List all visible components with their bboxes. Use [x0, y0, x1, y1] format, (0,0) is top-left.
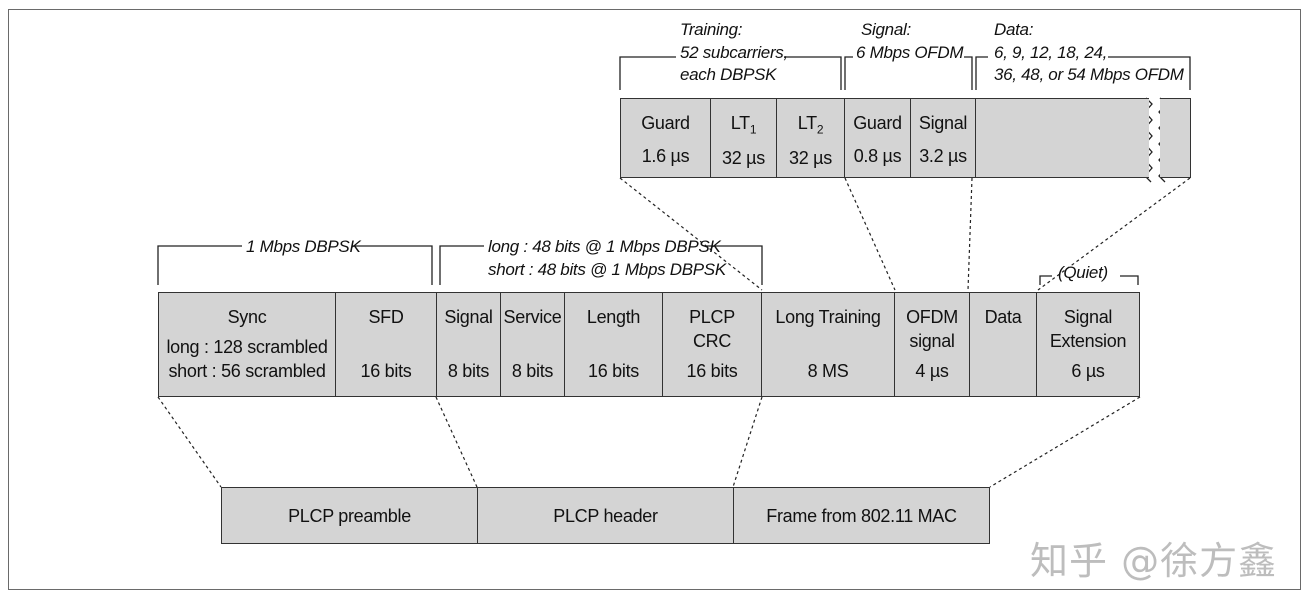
- extension-value: 6 µs: [1071, 361, 1105, 381]
- training-bracket: [619, 56, 842, 90]
- service-value: 8 bits: [511, 361, 554, 381]
- sfd-name: SFD: [368, 307, 404, 327]
- preamble-bracket: [157, 245, 433, 285]
- extension-name2: Extension: [1049, 331, 1127, 351]
- sync-short: short : 56 scrambled: [168, 361, 326, 381]
- sfd-value: 16 bits: [360, 361, 412, 381]
- length-cell: Length 16 bits: [564, 292, 663, 397]
- signal-name: Signal: [444, 307, 493, 327]
- training-line2: each DBPSK: [680, 65, 777, 84]
- header-rate-long: long : 48 bits @ 1 Mbps DBPSK: [488, 237, 721, 256]
- top-lt1-cell: LT1 32 µs: [710, 98, 777, 178]
- crc-name1: PLCP: [689, 307, 735, 327]
- data-line1: 6, 9, 12, 18, 24,: [994, 43, 1108, 62]
- top-lt1-sub: 1: [749, 122, 757, 137]
- data-name: Data: [984, 307, 1022, 327]
- quiet-label: (Quiet): [1058, 263, 1108, 282]
- plcp-preamble-cell: PLCP preamble: [221, 487, 478, 544]
- plcp-preamble-label: PLCP preamble: [288, 505, 411, 526]
- length-name: Length: [586, 307, 641, 327]
- extension-name1: Signal: [1063, 307, 1113, 327]
- plcp-crc-cell: PLCP CRC 16 bits: [662, 292, 762, 397]
- sync-name: Sync: [227, 307, 267, 327]
- data-cell: Data: [969, 292, 1037, 397]
- top-data-cell-tail: [1160, 98, 1191, 178]
- top-lt1-value: 32 µs: [722, 147, 765, 168]
- mac-frame-label: Frame from 802.11 MAC: [766, 505, 957, 526]
- plcp-header-label: PLCP header: [553, 505, 658, 526]
- top-lt2-value: 32 µs: [789, 147, 832, 168]
- signal-bracket: [844, 56, 973, 90]
- training-title: Training:: [680, 20, 743, 39]
- data-title: Data:: [994, 20, 1034, 39]
- top-guard1-value: 1.6 µs: [641, 146, 690, 166]
- top-signal-name: Signal: [918, 113, 968, 133]
- crc-name2: CRC: [692, 331, 732, 351]
- sfd-cell: SFD 16 bits: [335, 292, 437, 397]
- watermark: 知乎 @徐方鑫: [1030, 539, 1278, 583]
- top-guard1-name: Guard: [641, 113, 690, 133]
- top-lt1-name: LT: [730, 113, 750, 133]
- header-rate-short: short : 48 bits @ 1 Mbps DBPSK: [488, 260, 726, 279]
- signal-title: Signal:: [861, 20, 911, 39]
- service-name: Service: [503, 307, 562, 327]
- ofdm-value: 4 µs: [915, 361, 949, 381]
- top-signal-value: 3.2 µs: [919, 146, 967, 166]
- data-bracket: [975, 56, 1191, 90]
- quiet-bracket: [1039, 275, 1139, 285]
- top-guard2-name: Guard: [853, 113, 902, 133]
- data-line2: 36, 48, or 54 Mbps OFDM: [994, 65, 1184, 84]
- long-training-value: 8 MS: [807, 361, 849, 381]
- crc-value: 16 bits: [686, 361, 738, 381]
- top-guard2-value: 0.8 µs: [853, 146, 902, 166]
- signal-line1: 6 Mbps OFDM: [856, 43, 964, 62]
- long-training-name: Long Training: [775, 307, 881, 327]
- header-bracket: [439, 245, 763, 285]
- signal-value: 8 bits: [447, 361, 490, 381]
- ofdm-name1: OFDM: [906, 307, 958, 327]
- signal-extension-cell: Signal Extension 6 µs: [1036, 292, 1140, 397]
- training-line1: 52 subcarriers,: [680, 43, 788, 62]
- service-cell: Service 8 bits: [500, 292, 565, 397]
- ofdm-name2: signal: [909, 331, 955, 351]
- top-lt2-sub: 2: [816, 122, 824, 137]
- long-training-cell: Long Training 8 MS: [761, 292, 895, 397]
- top-data-cell: [975, 98, 1149, 178]
- preamble-rate-label: 1 Mbps DBPSK: [246, 237, 361, 256]
- mac-frame-cell: Frame from 802.11 MAC: [733, 487, 990, 544]
- top-signal-cell: Signal 3.2 µs: [910, 98, 976, 178]
- top-guard1-cell: Guard 1.6 µs: [620, 98, 711, 178]
- top-lt2-name: LT: [797, 113, 817, 133]
- sync-cell: Sync long : 128 scrambled short : 56 scr…: [158, 292, 336, 397]
- length-value: 16 bits: [588, 361, 639, 381]
- top-guard2-cell: Guard 0.8 µs: [844, 98, 911, 178]
- signal-cell: Signal 8 bits: [436, 292, 501, 397]
- top-lt2-cell: LT2 32 µs: [776, 98, 845, 178]
- plcp-header-cell: PLCP header: [477, 487, 734, 544]
- ofdm-signal-cell: OFDM signal 4 µs: [894, 292, 970, 397]
- sync-long: long : 128 scrambled: [166, 337, 328, 357]
